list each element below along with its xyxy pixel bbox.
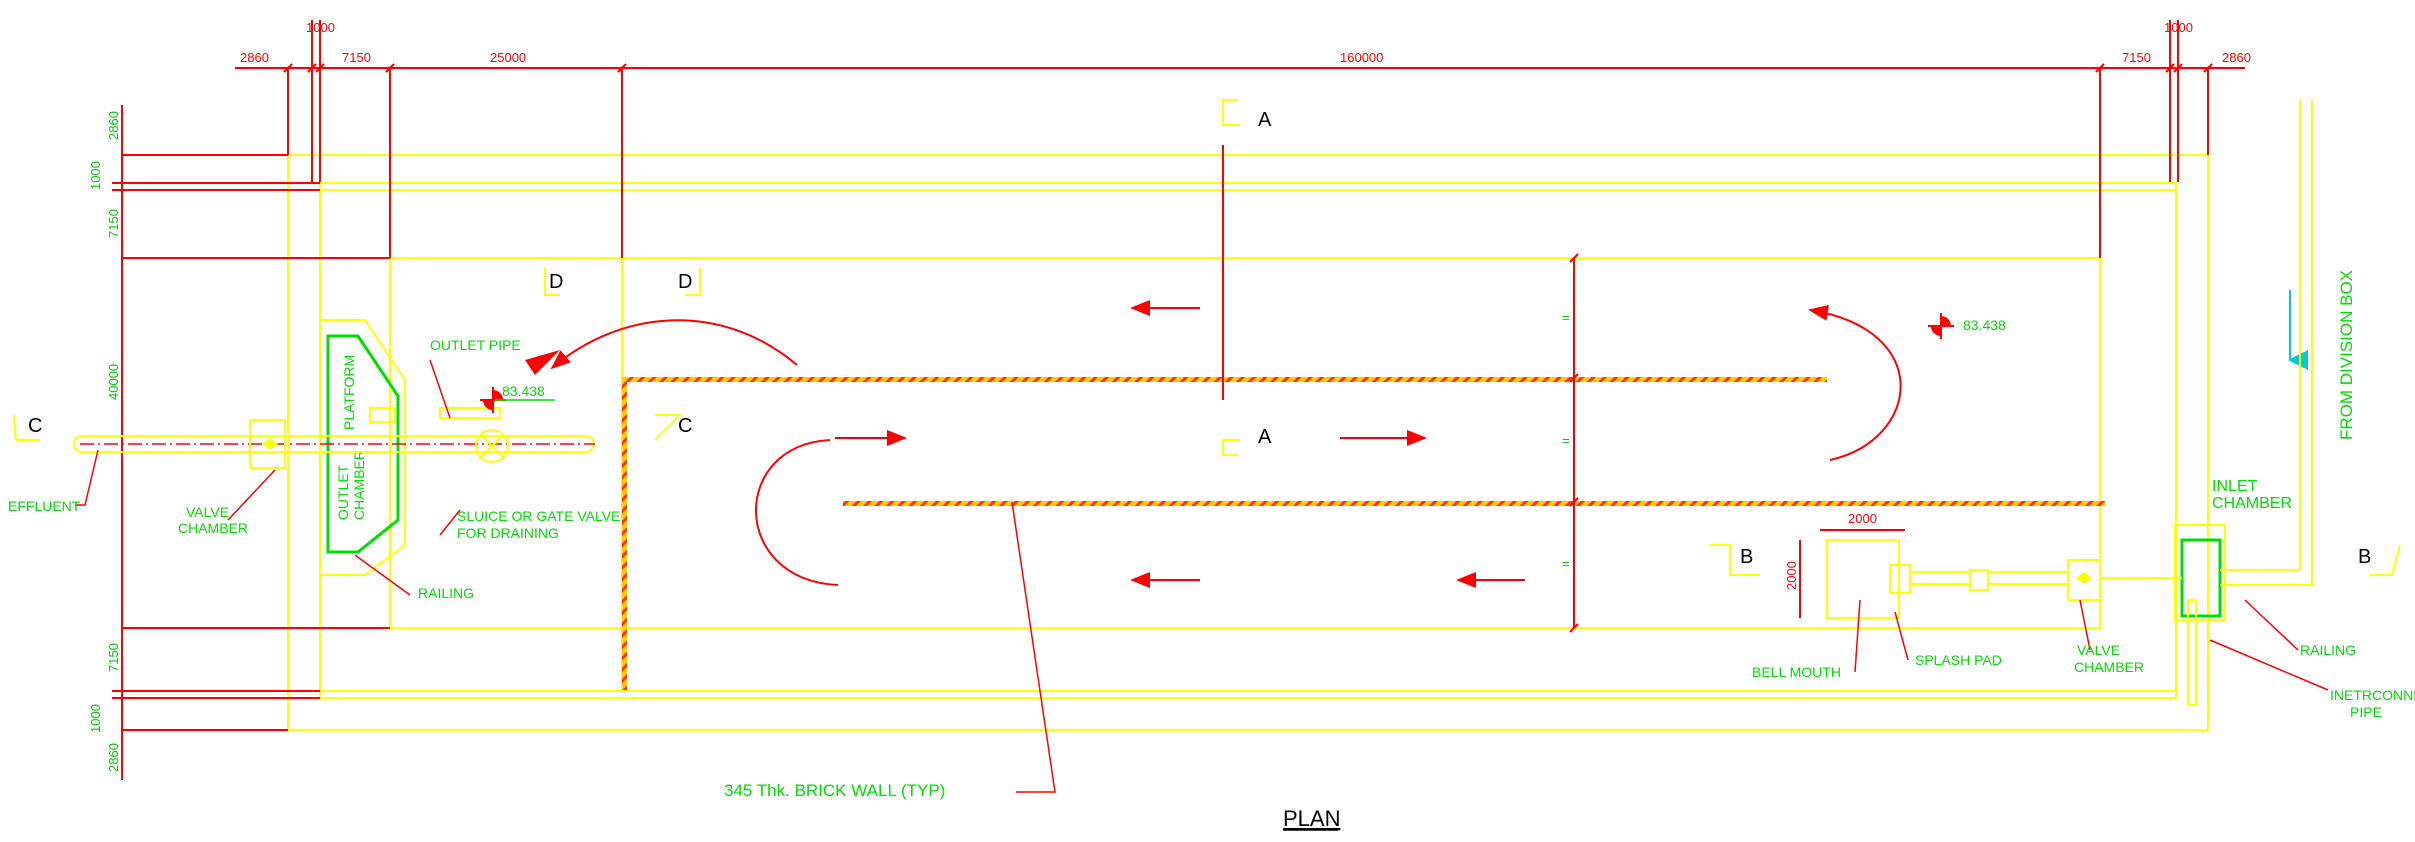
inlet-works	[1799, 100, 2313, 706]
dim-v-7150-bottom: 7150	[106, 643, 121, 672]
sluice-valve-label-2: FOR DRAINING	[457, 525, 559, 541]
interconnecting-pipe-label-1: INETRCONNECTING	[2330, 687, 2415, 703]
splash-width: 2000	[1848, 511, 1877, 526]
level-marker-right	[1928, 313, 1954, 339]
section-markers	[13, 99, 2401, 576]
section-b-right: B	[2358, 546, 2371, 568]
dim-v-40000: 40000	[106, 364, 121, 400]
flow-arrows	[525, 290, 2308, 588]
outlet-pipe-label: OUTLET PIPE	[430, 337, 521, 353]
valve-chamber-left-label-1: VALVE	[186, 504, 229, 520]
leader-lines	[75, 359, 2329, 793]
dim-v-1000-bottom: 1000	[88, 704, 103, 733]
level-right-value: 83.438	[1963, 317, 2006, 333]
dim-1000-left: 1000	[306, 20, 335, 35]
inlet-chamber-label-2: CHAMBER	[2212, 495, 2292, 512]
from-division-box-label: FROM DIVISION BOX	[2337, 270, 2356, 440]
sluice-valve-label-1: SLUICE OR GATE VALVE	[457, 508, 620, 524]
effluent-label: EFFLUENT	[8, 498, 81, 514]
splash-pad-label: SPLASH PAD	[1915, 652, 2002, 668]
outlet-chamber	[319, 319, 406, 576]
dim-25000: 25000	[490, 50, 526, 65]
drawing-title: PLAN	[1283, 806, 1340, 831]
dim-1000-right: 1000	[2164, 20, 2193, 35]
section-c-left: C	[28, 415, 42, 437]
dim-2860-left: 2860	[240, 50, 269, 65]
internal-dims	[1569, 253, 1579, 633]
valve-chamber-right-label-1: VALVE	[2077, 642, 2120, 658]
dim-v-2860-bottom: 2860	[106, 743, 121, 772]
section-c-mid: C	[678, 415, 692, 437]
interconnecting-pipe-label-2: PIPE	[2350, 704, 2382, 720]
tank-outline	[287, 154, 2209, 731]
top-dimensions	[235, 20, 2245, 258]
section-d-left: D	[549, 271, 563, 293]
inlet-chamber-label-1: INLET	[2212, 478, 2258, 495]
splash-height: 2000	[1784, 561, 1799, 590]
eq-mark-3: =	[1562, 556, 1570, 571]
dim-7150-right: 7150	[2122, 50, 2151, 65]
dim-2860-right: 2860	[2222, 50, 2251, 65]
outlet-pipe	[73, 407, 595, 469]
dim-v-2860-top: 2860	[106, 111, 121, 140]
valve-chamber-right-label-2: CHAMBER	[2074, 659, 2144, 675]
outlet-chamber-label-2: CHAMBER	[351, 450, 367, 520]
section-a-bottom: A	[1258, 426, 1272, 448]
railing-left-label: RAILING	[418, 585, 474, 601]
dim-7150-left: 7150	[342, 50, 371, 65]
valve-chamber-left-label-2: CHAMBER	[178, 520, 248, 536]
section-d-right: D	[678, 271, 692, 293]
dim-160000: 160000	[1340, 50, 1383, 65]
outlet-chamber-label-1: OUTLET	[335, 464, 351, 520]
brick-wall-label: 345 Thk. BRICK WALL (TYP)	[724, 781, 945, 800]
bell-mouth-label: BELL MOUTH	[1752, 664, 1841, 680]
section-a-top: A	[1258, 109, 1272, 131]
platform-label: PLATFORM	[341, 355, 357, 430]
section-b-left: B	[1740, 546, 1753, 568]
eq-mark-2: =	[1562, 433, 1570, 448]
baffle-walls	[622, 377, 2105, 690]
dim-v-7150-top: 7150	[106, 209, 121, 238]
level-left-value: 83.438	[502, 383, 545, 399]
railing-right-label: RAILING	[2300, 642, 2356, 658]
dim-v-1000-top: 1000	[88, 161, 103, 190]
level-marker-left	[480, 387, 555, 413]
eq-mark-1: =	[1562, 310, 1570, 325]
left-dimensions	[112, 105, 390, 780]
